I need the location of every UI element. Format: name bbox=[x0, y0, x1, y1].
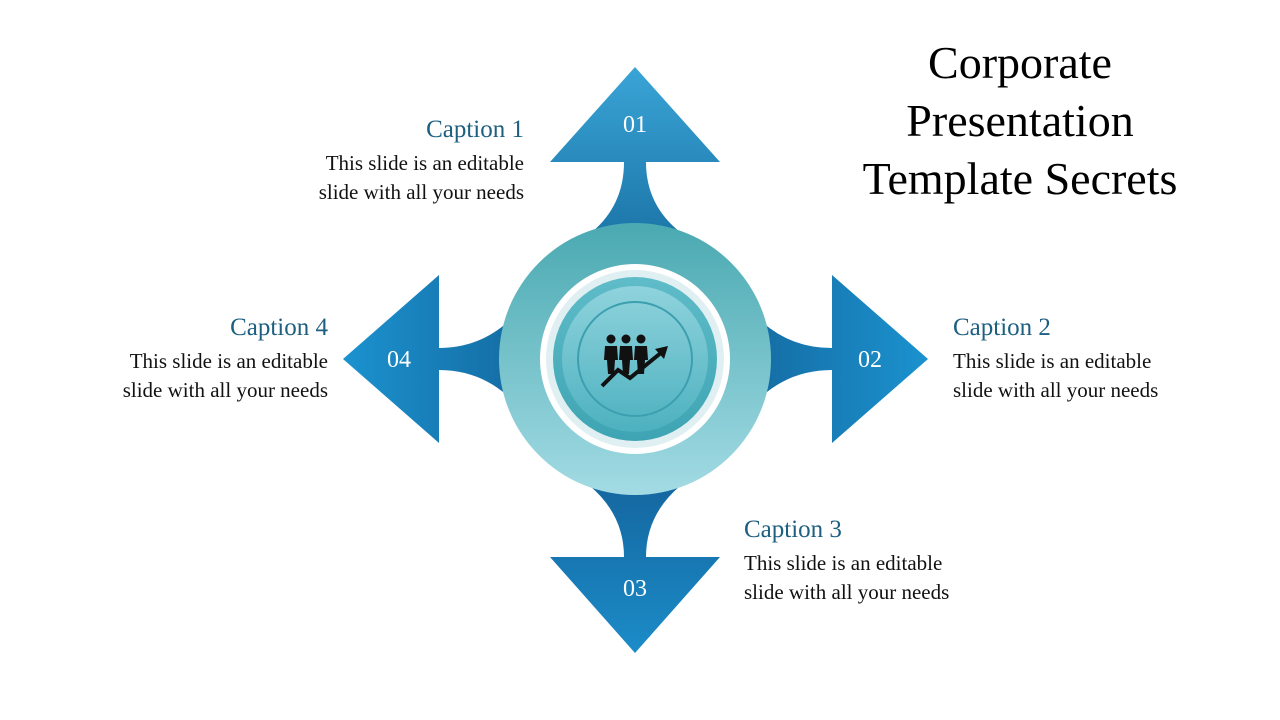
caption-block-1: Caption 1 This slide is an editable slid… bbox=[264, 115, 524, 207]
caption-4-text-line-1: This slide is an editable bbox=[129, 349, 328, 373]
arrow-02-right: 02 bbox=[760, 275, 928, 443]
caption-4-text: This slide is an editable slide with all… bbox=[68, 347, 328, 405]
team-growth-icon bbox=[600, 334, 668, 388]
caption-3-text-line-2: slide with all your needs bbox=[744, 580, 950, 604]
caption-1-text-line-1: This slide is an editable bbox=[325, 151, 524, 175]
caption-2-title: Caption 2 bbox=[953, 314, 1051, 341]
caption-block-2: Caption 2 This slide is an editable slid… bbox=[953, 313, 1213, 405]
arrow-02-number: 02 bbox=[858, 347, 882, 373]
caption-4-title: Caption 4 bbox=[230, 314, 328, 341]
caption-block-3: Caption 3 This slide is an editable slid… bbox=[744, 515, 1004, 607]
title-line-1: Corporate bbox=[928, 37, 1112, 88]
title-line-2: Presentation bbox=[906, 95, 1134, 146]
caption-3-text: This slide is an editable slide with all… bbox=[744, 549, 1004, 607]
caption-1-title: Caption 1 bbox=[426, 116, 524, 143]
arrow-04-left: 04 bbox=[343, 275, 510, 443]
caption-4-text-line-2: slide with all your needs bbox=[122, 378, 328, 402]
title-line-3: Template Secrets bbox=[862, 153, 1178, 204]
arrow-03-number: 03 bbox=[623, 576, 647, 602]
caption-3-title: Caption 3 bbox=[744, 516, 842, 543]
caption-2-text-line-1: This slide is an editable bbox=[953, 349, 1152, 373]
arrow-01-number: 01 bbox=[623, 112, 647, 138]
caption-1-text-line-2: slide with all your needs bbox=[318, 180, 524, 204]
arrow-03-down: 03 bbox=[550, 486, 720, 653]
slide-title: Corporate Presentation Template Secrets bbox=[820, 34, 1220, 208]
caption-2-text: This slide is an editable slide with all… bbox=[953, 347, 1213, 405]
arrow-01-up: 01 bbox=[550, 67, 720, 232]
caption-2-text-line-2: slide with all your needs bbox=[953, 378, 1159, 402]
caption-block-4: Caption 4 This slide is an editable slid… bbox=[68, 313, 328, 405]
arrow-04-number: 04 bbox=[387, 347, 411, 373]
caption-1-text: This slide is an editable slide with all… bbox=[264, 149, 524, 207]
caption-3-text-line-1: This slide is an editable bbox=[744, 551, 943, 575]
